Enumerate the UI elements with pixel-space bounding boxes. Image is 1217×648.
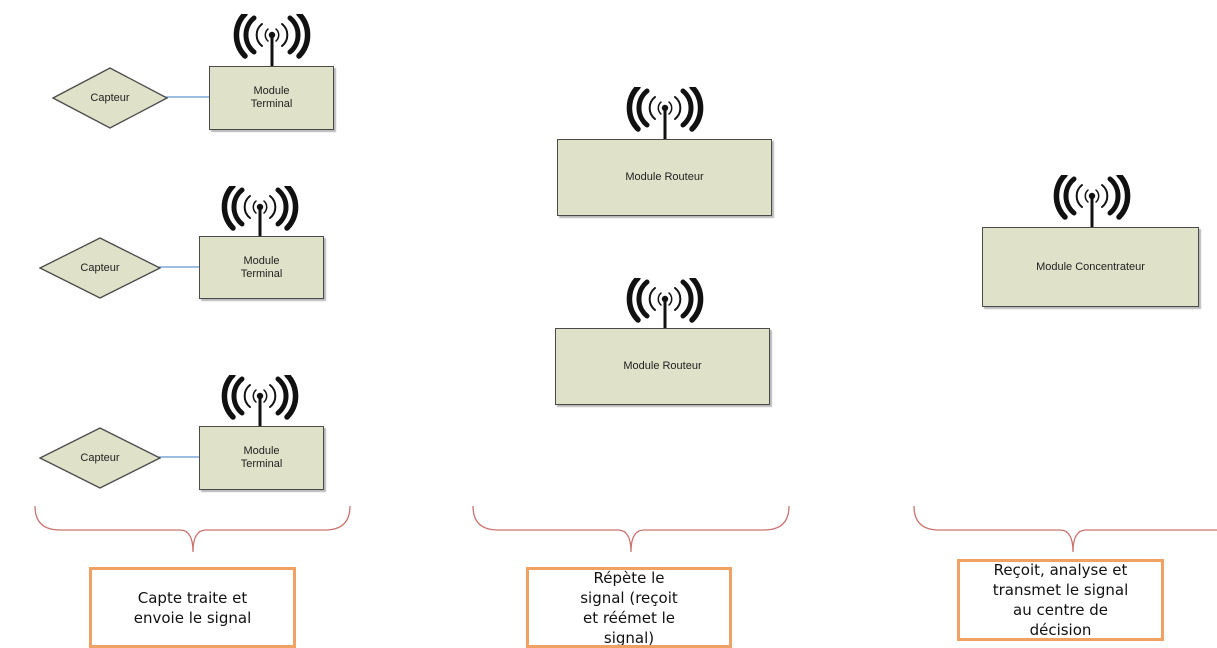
module-router-1: Module Routeur (557, 139, 772, 216)
wireless-antenna-icon (219, 372, 301, 432)
module-terminal-3: Module Terminal (199, 426, 324, 490)
sensor-diamond-shape (52, 67, 168, 129)
module-terminal-2: Module Terminal (199, 236, 324, 299)
wireless-antenna-icon (624, 275, 706, 335)
module-router-2: Module Routeur (555, 328, 770, 405)
sensor-diamond-shape (39, 427, 161, 489)
brace-routers (472, 505, 790, 553)
description-router: Répète le signal (reçoit et réémet le si… (526, 567, 732, 648)
wireless-antenna-icon (1051, 172, 1133, 232)
module-concentrator: Module Concentrateur (982, 227, 1199, 307)
description-concentrator: Reçoit, analyse et transmet le signal au… (957, 559, 1164, 641)
description-terminal: Capte traite et envoie le signal (89, 567, 296, 648)
wireless-antenna-icon (624, 84, 706, 144)
sensor-diamond-shape (39, 237, 161, 299)
sensor-1: Capteur (52, 67, 168, 129)
wireless-antenna-icon (231, 11, 313, 71)
wireless-antenna-icon (219, 183, 301, 243)
sensor-2: Capteur (39, 237, 161, 299)
brace-terminals (34, 505, 351, 553)
sensor-3: Capteur (39, 427, 161, 489)
brace-concentrator (913, 505, 1217, 553)
module-terminal-1: Module Terminal (209, 66, 334, 130)
